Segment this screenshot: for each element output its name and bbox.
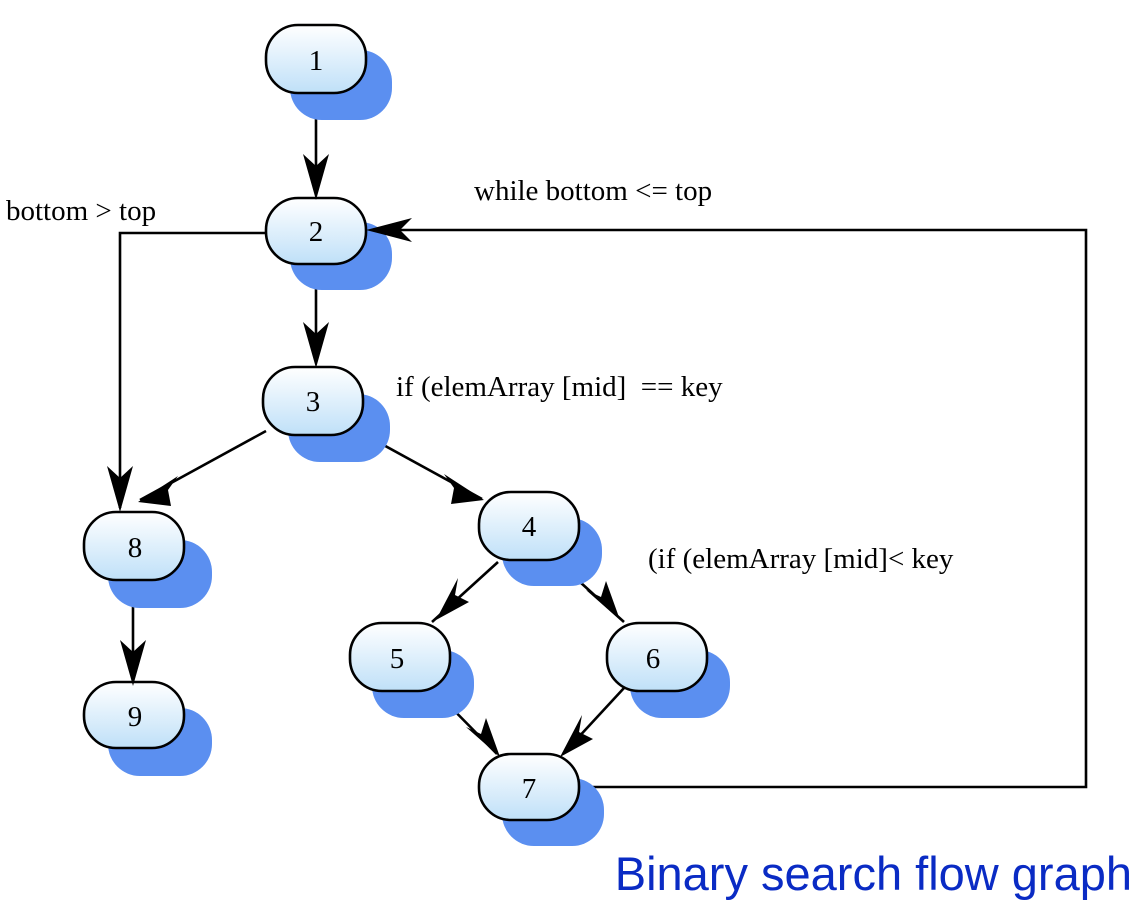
node-label: 3	[306, 386, 321, 418]
node-3: 3	[261, 365, 390, 462]
node-2: 2	[264, 196, 392, 290]
arrowhead-into-5	[436, 578, 469, 620]
edge-2-8	[118, 231, 265, 508]
arrowhead-into-6	[586, 581, 620, 620]
node-label: 9	[128, 701, 143, 733]
edge-label-bottom-gt-top: bottom > top	[6, 195, 156, 227]
node-9: 9	[82, 680, 212, 776]
arrowhead-into-3	[303, 322, 329, 368]
arrowhead-into-8	[138, 476, 178, 506]
node-label: 7	[522, 773, 537, 805]
arrowheads	[107, 154, 620, 757]
node-label: 4	[522, 511, 537, 543]
arrowhead-into-8-left	[107, 466, 133, 512]
node-8: 8	[82, 510, 212, 608]
edge-7-2	[368, 228, 1088, 789]
node-label: 8	[128, 532, 143, 564]
edges	[118, 92, 1088, 789]
arrowhead-into-9	[120, 640, 146, 686]
node-6: 6	[605, 621, 730, 718]
arrowhead-into-7-left	[466, 718, 500, 757]
edge-label-less-test: (if (elemArray [mid]< key	[648, 543, 954, 575]
edge-label-found-test: if (elemArray [mid] == key	[396, 371, 723, 403]
node-7: 7	[477, 752, 604, 846]
arrowhead-into-7-right	[560, 715, 593, 757]
arrowhead-into-4	[444, 474, 484, 504]
node-5: 5	[348, 621, 474, 718]
edge-label-while-loop: while bottom <= top	[474, 175, 712, 207]
node-1: 1	[264, 23, 392, 120]
arrowhead-into-2	[303, 154, 329, 200]
node-4: 4	[477, 490, 602, 586]
diagram-caption: Binary search flow graph	[614, 847, 1132, 900]
node-label: 1	[309, 45, 324, 77]
node-label: 5	[390, 643, 405, 675]
node-label: 6	[646, 643, 661, 675]
node-label: 2	[309, 216, 324, 248]
arrowhead-into-2-loop	[366, 218, 412, 242]
